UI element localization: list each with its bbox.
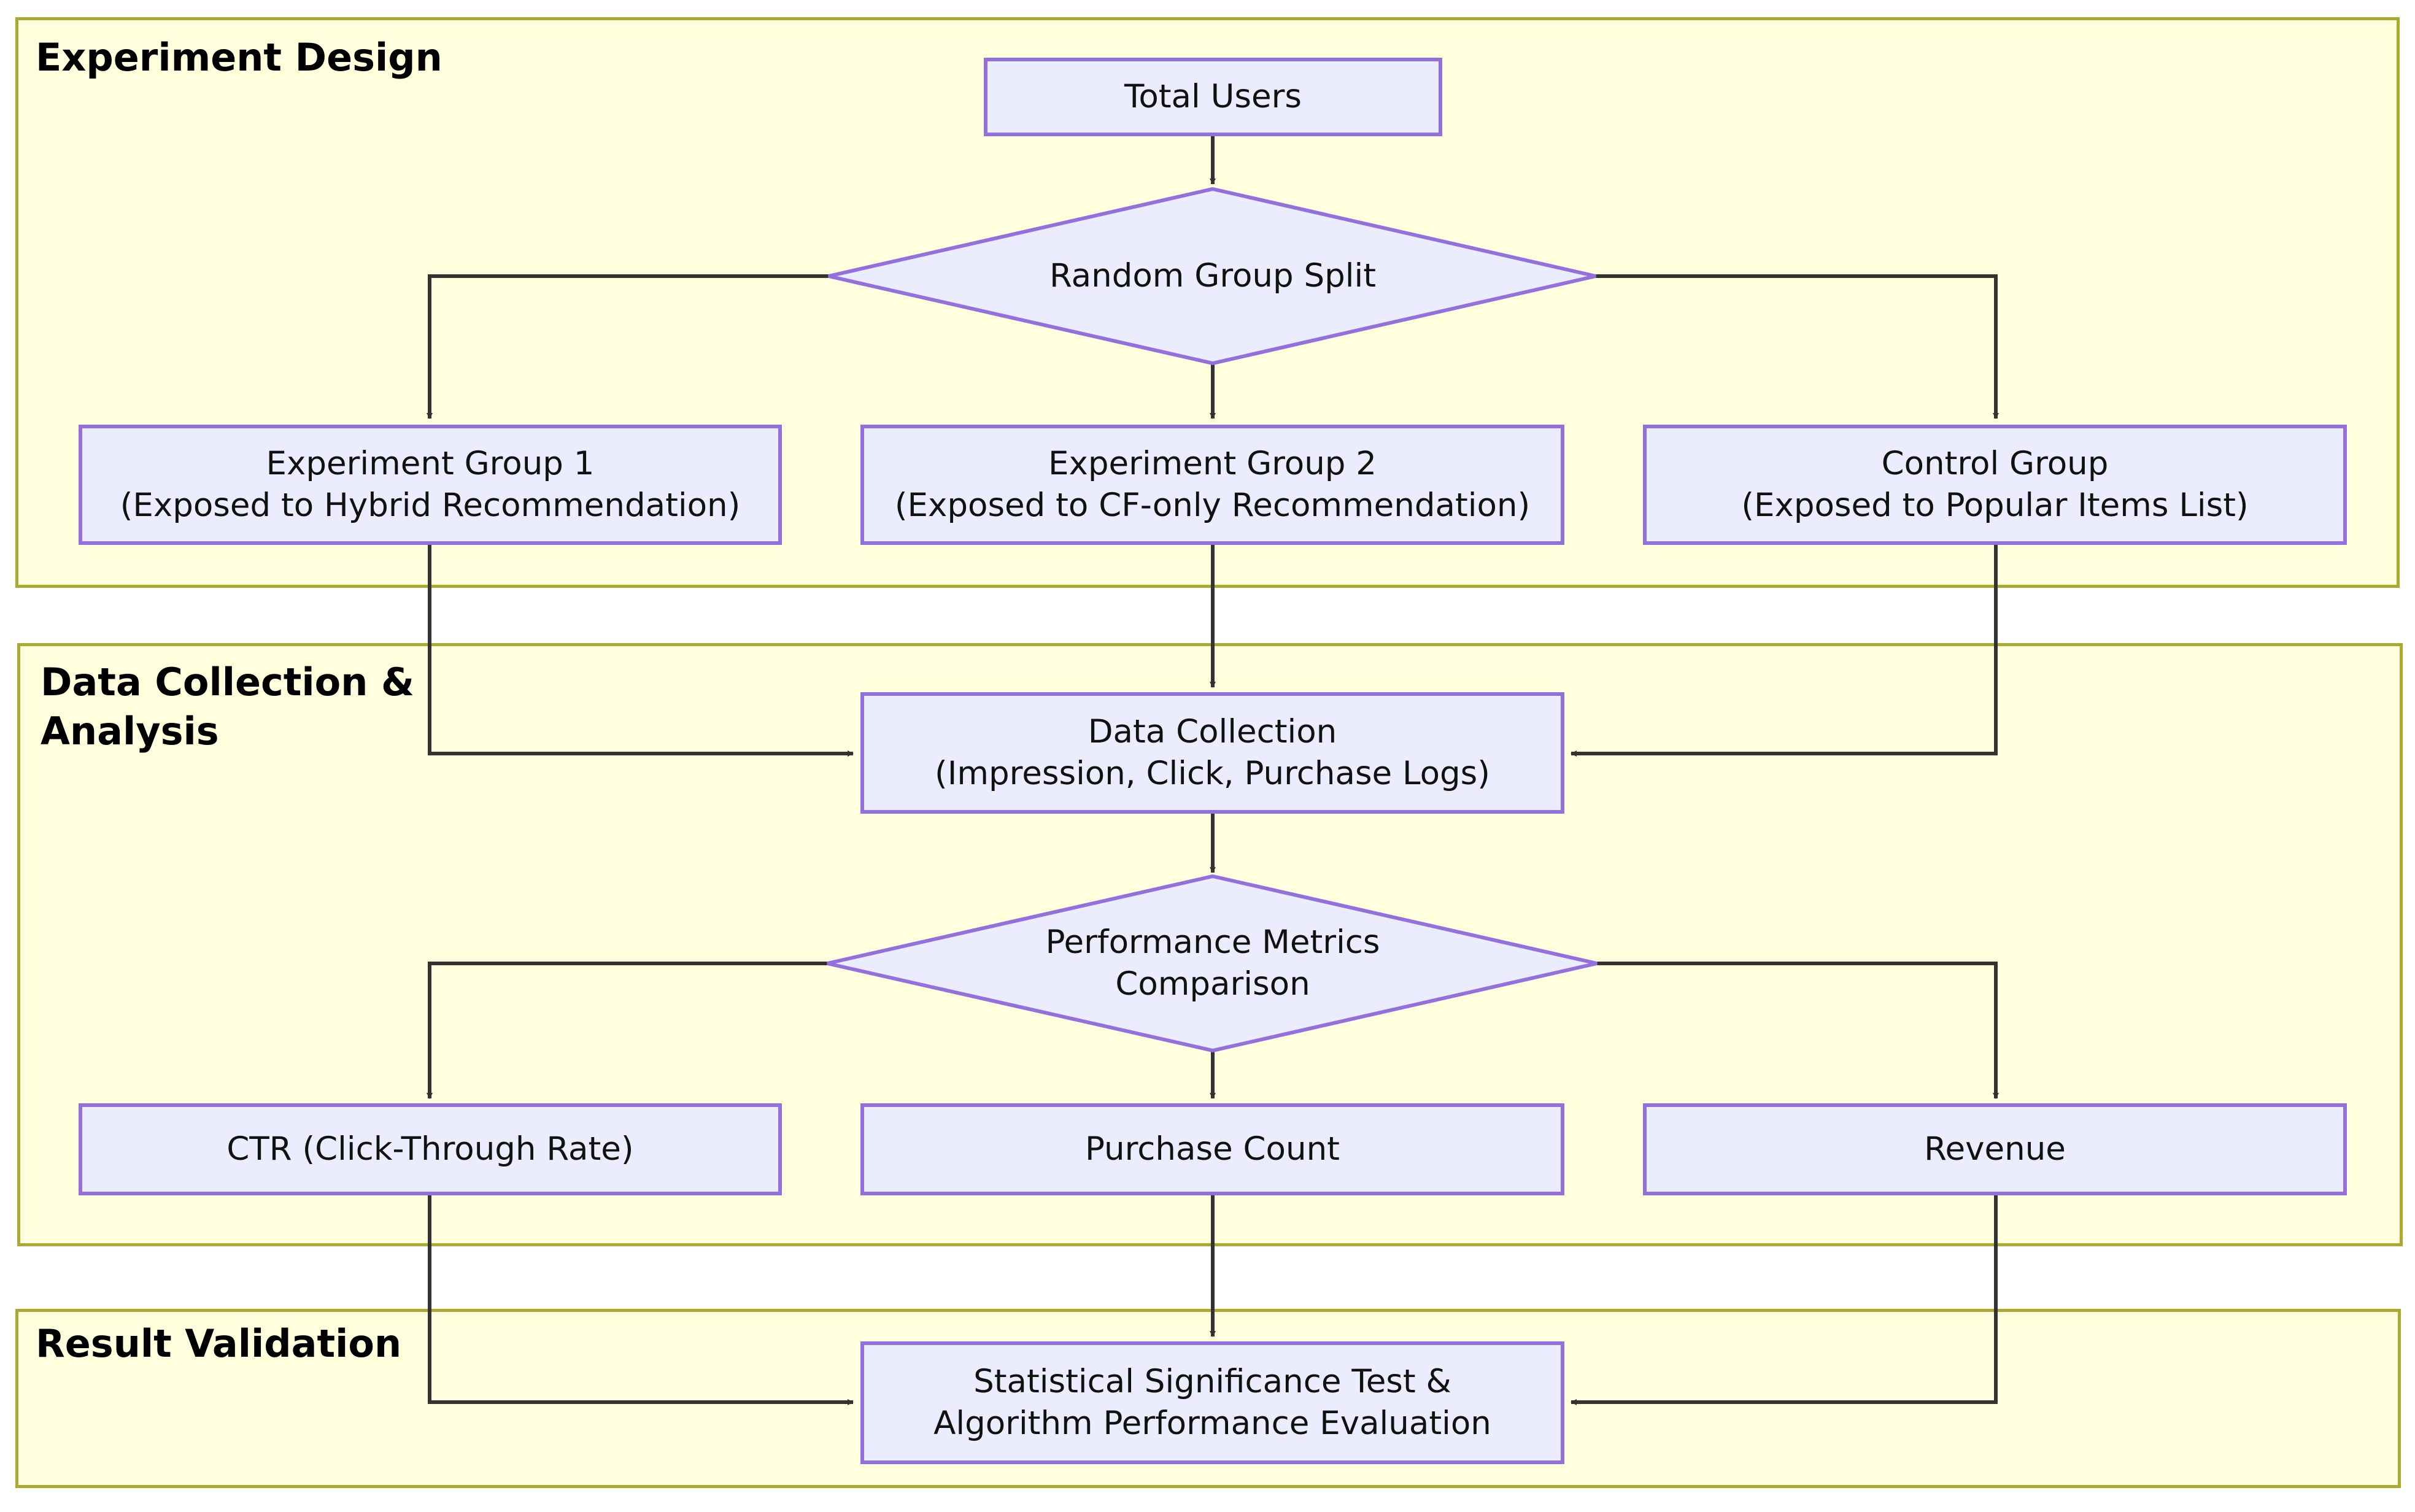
experiment-group-1-text-line-1: Experiment Group 1 [266,445,595,482]
purchase-count-node: Purchase Count [860,1103,1564,1195]
performance-metrics-label: Performance Metrics Comparison [951,920,1474,1006]
data-collection-text-line-1: Data Collection [1088,713,1337,750]
edge-group-1-to-data-collection [428,545,854,757]
lane-title-line-2: Analysis [41,709,219,754]
experiment-group-2-text-line-2: (Exposed to CF-only Recommendation) [894,487,1531,524]
random-group-split-label: Random Group Split [951,245,1474,307]
ctr-node: CTR (Click-Through Rate) [79,1103,782,1195]
experiment-group-1-text-line-2: (Exposed to Hybrid Recommendation) [120,487,741,524]
performance-metrics-text-line-2: Comparison [1115,965,1310,1003]
control-group-text-line-1: Control Group [1881,445,2109,482]
control-group-text-line-2: (Exposed to Popular Items List) [1741,487,2249,524]
lane-title-result-validation: Result Validation [36,1321,402,1366]
performance-metrics-text-line-1: Performance Metrics [1045,924,1380,961]
total-users-text: Total Users [1124,78,1302,115]
control-group-node: Control Group (Exposed to Popular Items … [1643,425,2347,545]
lane-title-experiment-design: Experiment Design [36,35,442,80]
edge-metrics-to-revenue [1596,962,1999,1099]
edge-ctr-to-significance-test [428,1195,854,1405]
experiment-group-2-node: Experiment Group 2 (Exposed to CF-only R… [860,425,1564,545]
edge-random-split-to-group-1 [427,274,829,419]
experiment-group-1-node: Experiment Group 1 (Exposed to Hybrid Re… [79,425,782,545]
significance-test-text-line-2: Algorithm Performance Evaluation [933,1405,1491,1442]
edge-metrics-to-ctr [427,962,829,1099]
purchase-count-text: Purchase Count [1085,1130,1340,1168]
significance-test-node: Statistical Significance Test & Algorith… [860,1341,1564,1464]
data-collection-text-line-2: (Impression, Click, Purchase Logs) [935,755,1490,792]
significance-test-text-line-1: Statistical Significance Test & [973,1363,1451,1400]
random-group-split-diamond [828,187,1596,366]
edge-revenue-to-significance-test [1571,1195,1998,1405]
random-group-split-text: Random Group Split [1049,257,1376,295]
total-users-node: Total Users [984,58,1442,136]
data-collection-node: Data Collection (Impression, Click, Purc… [860,692,1564,814]
ctr-text: CTR (Click-Through Rate) [226,1130,634,1168]
performance-metrics-diamond [827,874,1598,1053]
lane-title-data-collection-analysis: Data Collection & Analysis [41,658,414,756]
revenue-text: Revenue [1924,1130,2066,1168]
experiment-group-2-text-line-1: Experiment Group 2 [1048,445,1377,482]
edge-control-to-data-collection [1571,545,1998,757]
lane-title-line-1: Data Collection & [41,660,415,704]
revenue-node: Revenue [1643,1103,2347,1195]
edge-random-split-to-control [1596,274,1999,419]
